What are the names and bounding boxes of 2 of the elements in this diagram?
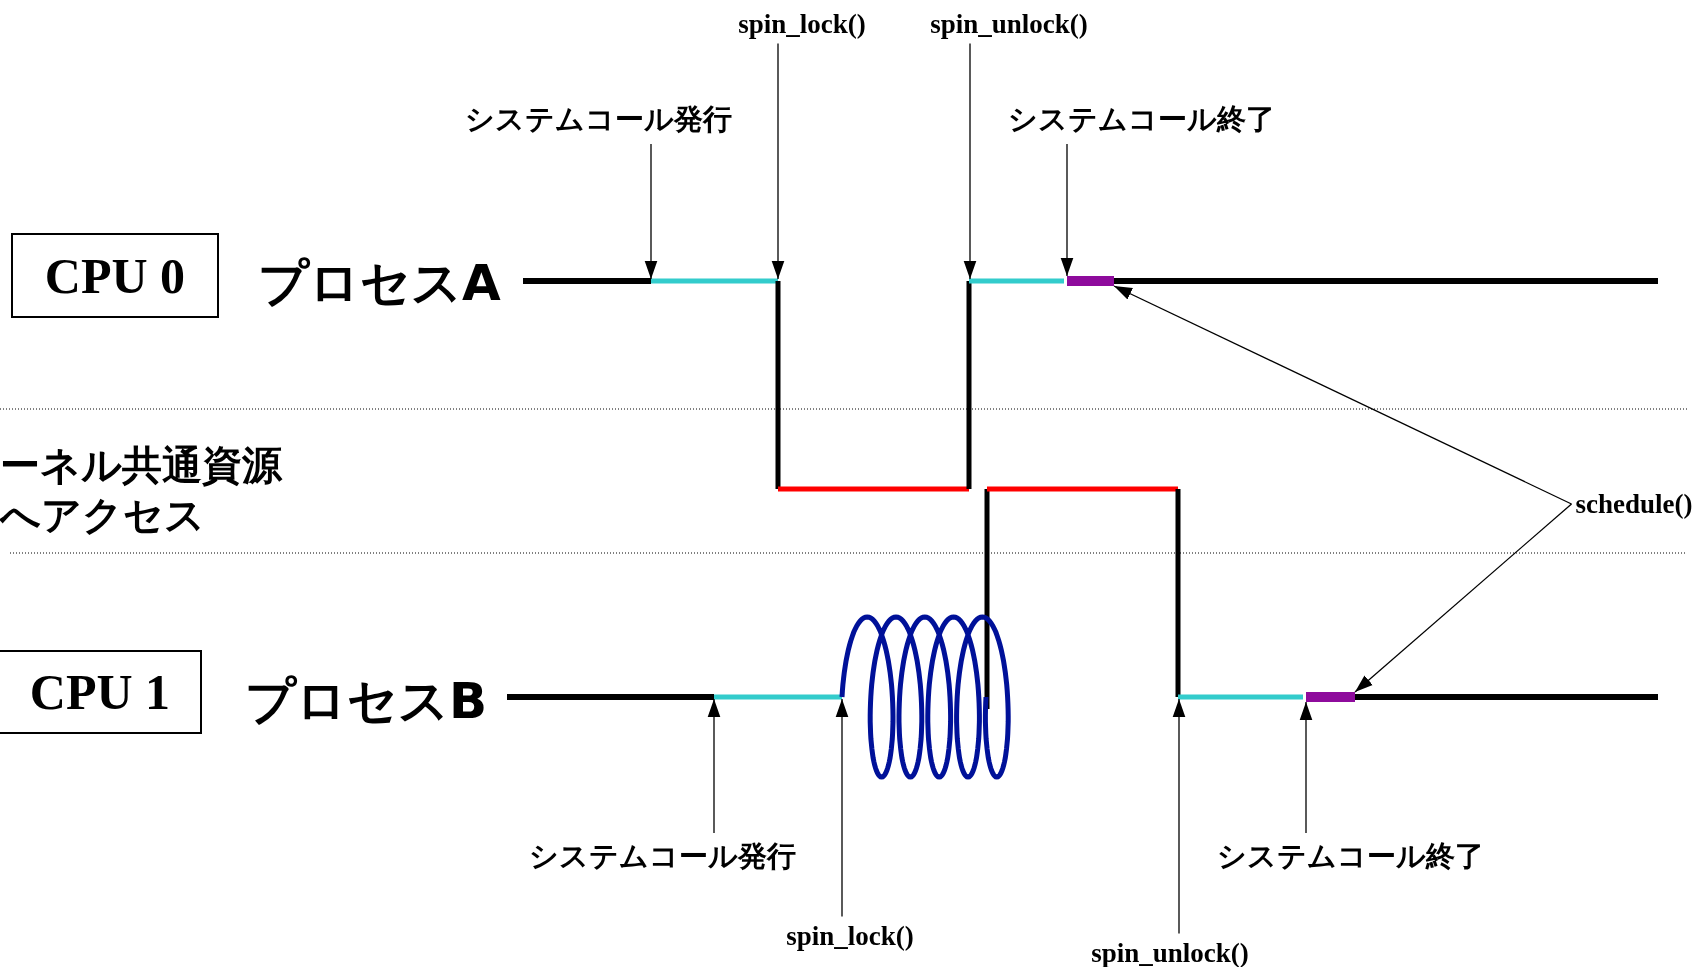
process-label: プロセスB xyxy=(245,671,488,732)
process-label: プロセスA xyxy=(258,253,501,314)
